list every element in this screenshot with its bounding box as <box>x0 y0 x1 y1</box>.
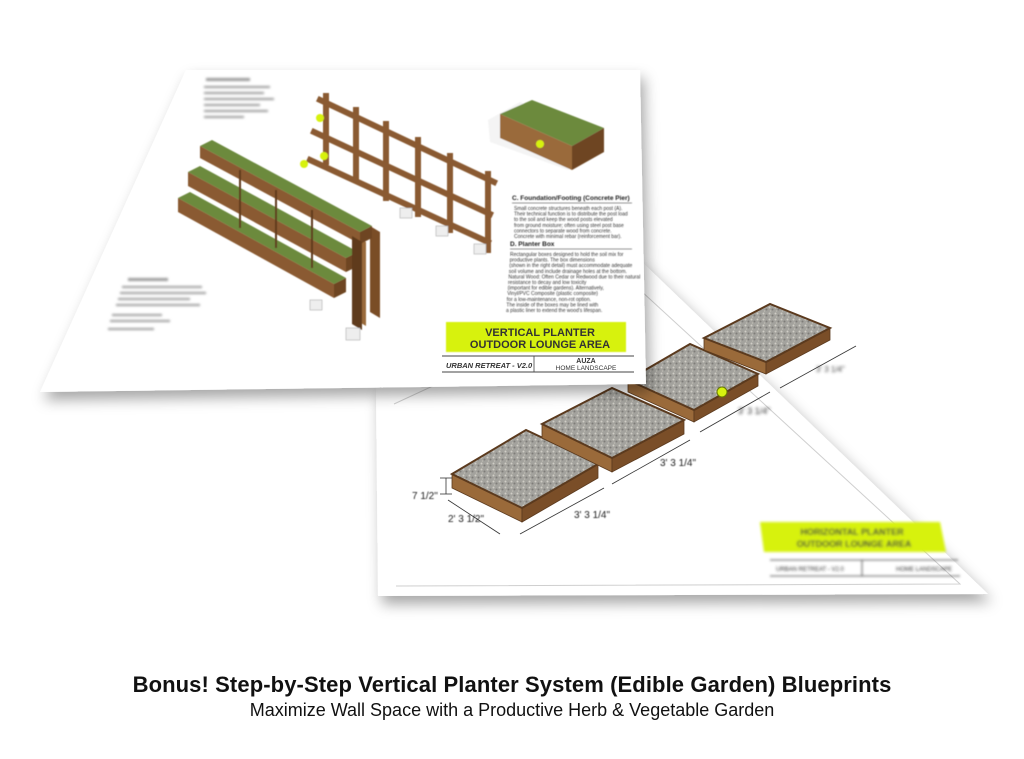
planter-box-detail <box>488 100 604 170</box>
section-notes: C. Foundation/Footing (Concrete Pier) Sm… <box>506 195 640 314</box>
front-brand-label: HOME LANDSCAPE <box>896 567 952 573</box>
caption-title: Bonus! Step-by-Step Vertical Planter Sys… <box>132 672 892 697</box>
front-title-line2: OUTDOOR LOUNGE AREA <box>797 539 912 549</box>
note-line: Vinyl/PVC Composite (plastic composite) <box>507 291 598 297</box>
callout-marker-icon <box>320 152 328 160</box>
dimension-lines <box>440 345 857 535</box>
section-c-lines: Small concrete structures beneath each p… <box>514 206 628 240</box>
notes-block-a <box>204 78 274 118</box>
note-line: resistance to decay and low toxicity <box>508 280 587 286</box>
caption-subtitle: Maximize Wall Space with a Productive He… <box>249 700 775 720</box>
callout-marker-icon <box>536 140 544 148</box>
planter-box-2 <box>539 386 687 473</box>
back-title-line2: OUTDOOR LOUNGE AREA <box>470 339 610 351</box>
note-line: Natural Wood: Often Cedar or Redwood due… <box>508 274 640 280</box>
front-title-block: HORIZONTAL PLANTER OUTDOOR LOUNGE AREA U… <box>760 522 960 577</box>
section-c-title: C. Foundation/Footing (Concrete Pier) <box>512 195 630 202</box>
back-title-block: VERTICAL PLANTER OUTDOOR LOUNGE AREA URB… <box>442 322 634 373</box>
note-line: soil volume and include drainage holes a… <box>509 269 627 275</box>
note-line: (important for edible gardens). Alternat… <box>508 286 604 292</box>
note-line: (shown in the right detail) must accommo… <box>509 263 632 269</box>
sheet-vertical-planter: C. Foundation/Footing (Concrete Pier) Sm… <box>40 70 646 392</box>
planter-row-lower <box>178 192 346 298</box>
dim-height-label: 7 1/2" <box>412 491 438 502</box>
note-line: a plastic liner to extend the wood's lif… <box>506 308 602 314</box>
callout-marker-icon <box>716 386 728 398</box>
planter-box-3 <box>625 342 761 423</box>
trellis-frame <box>300 93 498 255</box>
notes-block-b <box>108 278 206 330</box>
back-brand-line2: HOME LANDSCAPE <box>556 365 617 372</box>
callout-marker-icon <box>316 114 324 122</box>
section-d-lines: Rectangular boxes designed to hold the s… <box>506 252 640 314</box>
planter-box-4 <box>701 302 833 375</box>
note-line: productive plants. The box dimensions <box>510 258 596 264</box>
dim-length-label: 3' 3 1/4" <box>574 510 610 521</box>
front-title-line1: HORIZONTAL PLANTER <box>800 527 904 537</box>
back-project-label: URBAN RETREAT - V2.0 <box>446 361 533 370</box>
section-d-title: D. Planter Box <box>510 241 555 248</box>
back-brand-line1: AUZA <box>576 358 595 365</box>
dim-length-label-4: 3' 3 1/4" <box>816 365 845 374</box>
note-line: The inside of the boxes may be lined wit… <box>506 302 598 308</box>
note-line: Concrete with minimal rebar (reinforceme… <box>514 234 622 240</box>
note-line: from ground moisture; often using steel … <box>514 223 624 229</box>
note-line: Their technical function is to distribut… <box>514 212 628 218</box>
note-line: to the soil and keep the wood posts elev… <box>514 217 613 223</box>
note-line: Small concrete structures beneath each p… <box>514 206 622 212</box>
vertical-planter-rack <box>178 140 380 341</box>
note-line: for a low-maintenance, non-rot option. <box>507 297 591 303</box>
note-line: connectors to separate wood from concret… <box>514 228 612 234</box>
note-line: Rectangular boxes designed to hold the s… <box>510 252 624 258</box>
back-title-line1: VERTICAL PLANTER <box>485 327 595 339</box>
planter-box-1 <box>449 428 601 523</box>
dim-length-label-2: 3' 3 1/4" <box>660 458 696 469</box>
dim-width-label: 2' 3 1/2" <box>448 514 484 525</box>
front-project-label: URBAN RETREAT - V2.0 <box>776 567 844 573</box>
dim-length-label-3: 3' 3 1/4" <box>738 406 770 416</box>
callout-marker-icon <box>300 160 308 168</box>
